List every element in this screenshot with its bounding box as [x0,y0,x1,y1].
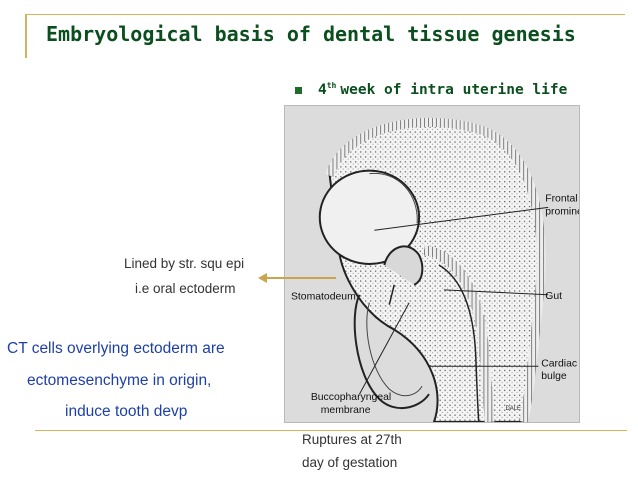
ct-annotation-line1: CT cells overlying ectoderm are [7,340,225,357]
gut-tube-line [438,264,480,422]
title-top-rule [25,14,625,15]
label-frontal: Frontal [545,193,577,204]
frontal-pointer [374,206,549,231]
lined-arrow-shaft [266,277,336,279]
stomatodeum-fold [383,245,424,286]
rupture-annotation-line2: day of gestation [302,455,398,470]
embryo-figure: Frontal prominence Stomatodeum Gut Cardi… [284,105,600,424]
bullet-square-icon [295,87,302,94]
slide-title: Embryological basis of dental tissue gen… [46,22,576,46]
ectoderm-band [325,117,546,424]
bullet-number: 4 [318,81,327,98]
lined-arrow-head-icon [258,273,267,283]
ct-annotation-line2: ectomesenchyme in origin, [27,372,212,389]
neural-tube [423,245,495,423]
ct-annotation-line3: induce tooth devp [65,403,188,420]
title-left-rule [25,14,27,58]
lined-annotation-line1: Lined by str. squ epi [124,256,245,271]
bucco-pointer [359,302,410,395]
buccopharyngeal-membrane-line [388,284,395,305]
label-buccopharyngeal: Buccopharyngeal [311,392,391,403]
label-cardiac: Cardiac [541,358,577,369]
label-prominence: prominence [545,206,579,217]
label-membrane: membrane [321,405,371,416]
bullet-superscript: th [326,81,337,90]
label-gut: Gut [545,291,562,302]
brain-vesicle-shape [318,169,421,265]
label-dale-signature: DALE [506,406,522,412]
embryo-diagram: Frontal prominence Stomatodeum Gut Cardi… [291,117,600,424]
cardiac-outline [353,294,430,410]
label-stomatodeum: Stomatodeum [291,292,356,303]
rupture-annotation-line1: Ruptures at 27th [302,432,402,447]
label-bulge: bulge [541,371,567,382]
gut-pointer [443,289,549,296]
bullet-label: week of intra uterine life [340,81,568,98]
brain-inner-line [369,173,418,224]
cardiac-inner-line [366,302,423,397]
lined-annotation-line2: i.e oral ectoderm [135,281,236,296]
embryo-body-shape [328,121,543,423]
bottom-rule [35,430,627,431]
